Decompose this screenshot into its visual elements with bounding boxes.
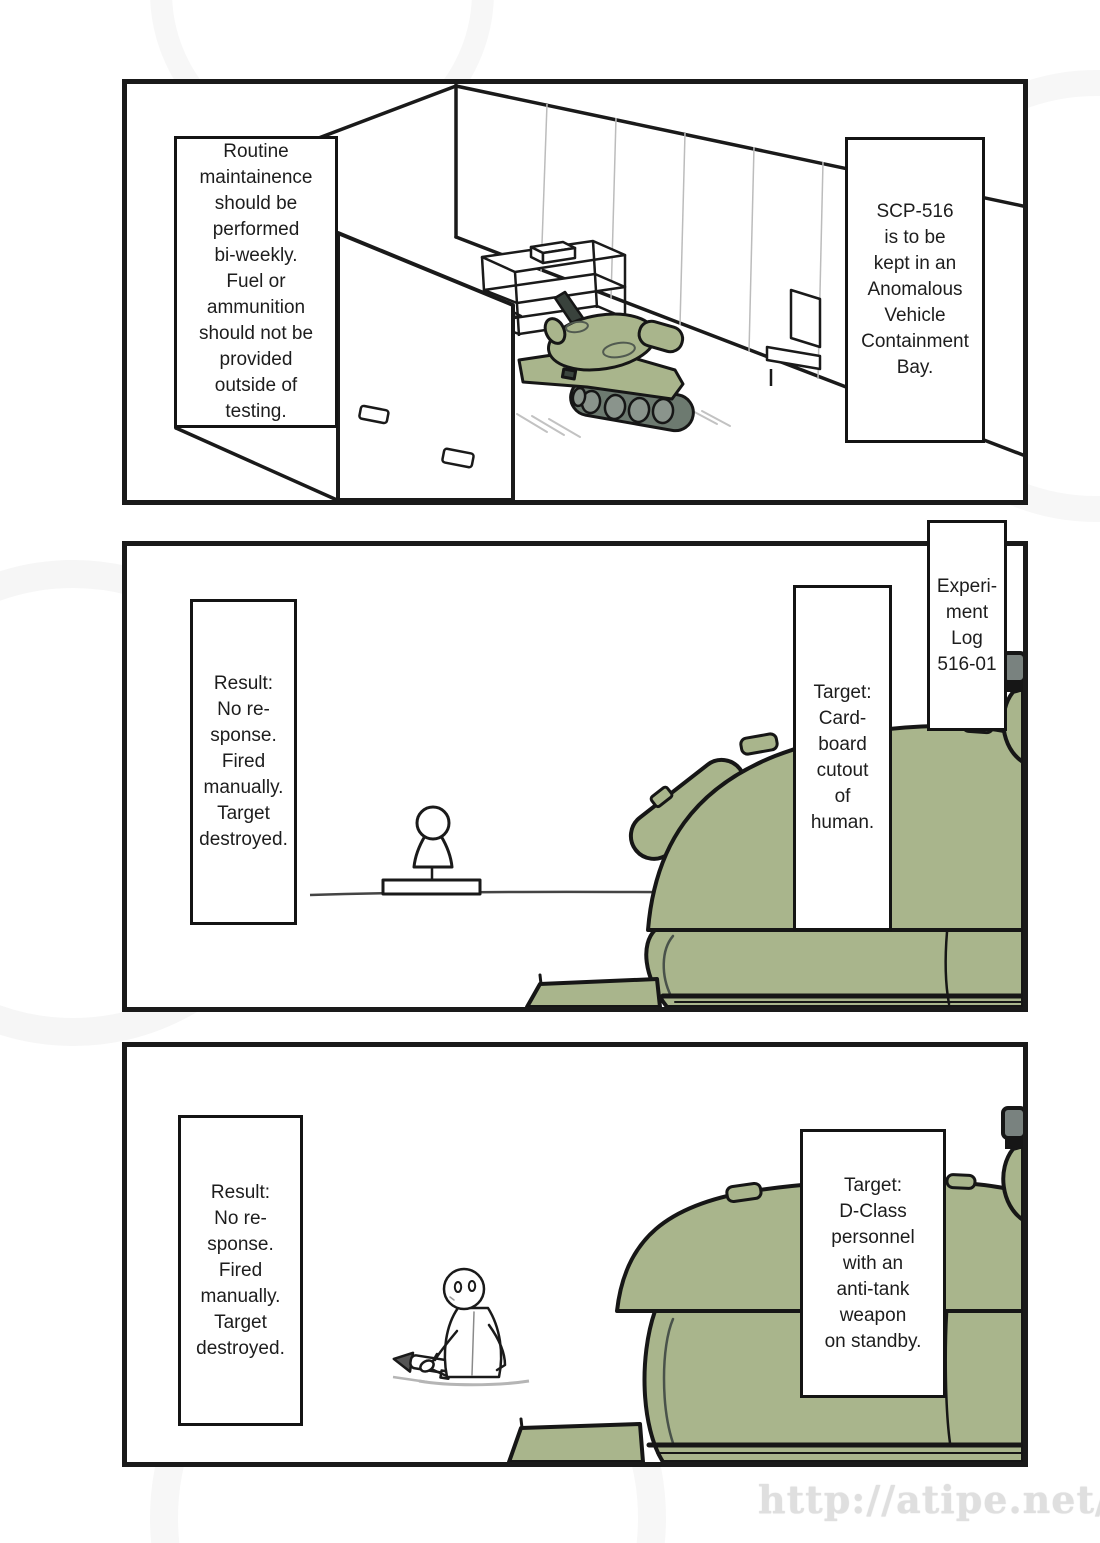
d-class-figure (419, 1267, 507, 1379)
tank-muzzle-brake (1001, 1106, 1023, 1140)
note-target-cutout: Target: Card- board cutout of human. (793, 585, 892, 931)
partition-wall (336, 231, 515, 500)
side-bench (765, 288, 822, 386)
figure-head (442, 1267, 486, 1311)
panel-2: Result: No re- sponse. Fired manually. T… (122, 541, 1028, 1012)
ground-shadow (392, 1375, 530, 1387)
containment-room-illustration (174, 84, 1023, 500)
panel-1: Routine maintainence should be performed… (122, 79, 1028, 505)
target-platform (381, 878, 482, 896)
note-maintenance: Routine maintainence should be performed… (174, 136, 338, 428)
tank-illustration (516, 290, 731, 438)
cardboard-cutout-figure (381, 805, 482, 896)
tank-right-gun (1001, 1144, 1023, 1222)
note-result-1: Result: No re- sponse. Fired manually. T… (190, 599, 297, 925)
site-watermark: http://atipe.net/ (758, 1477, 1100, 1522)
note-containment: SCP-516 is to be kept in an Anomalous Ve… (845, 137, 985, 443)
note-target-dclass: Target: D-Class personnel with an anti-t… (800, 1129, 946, 1398)
tank-front-fender (507, 1422, 645, 1462)
tank-front-fender (525, 977, 662, 1007)
figure-eyes (453, 1280, 477, 1293)
tank-road-wheels (571, 386, 675, 425)
note-result-2: Result: No re- sponse. Fired manually. T… (178, 1115, 303, 1426)
panel-3: Result: No re- sponse. Fired manually. T… (122, 1042, 1028, 1467)
note-experiment-log: Experi- ment Log 516-01 (927, 520, 1007, 731)
